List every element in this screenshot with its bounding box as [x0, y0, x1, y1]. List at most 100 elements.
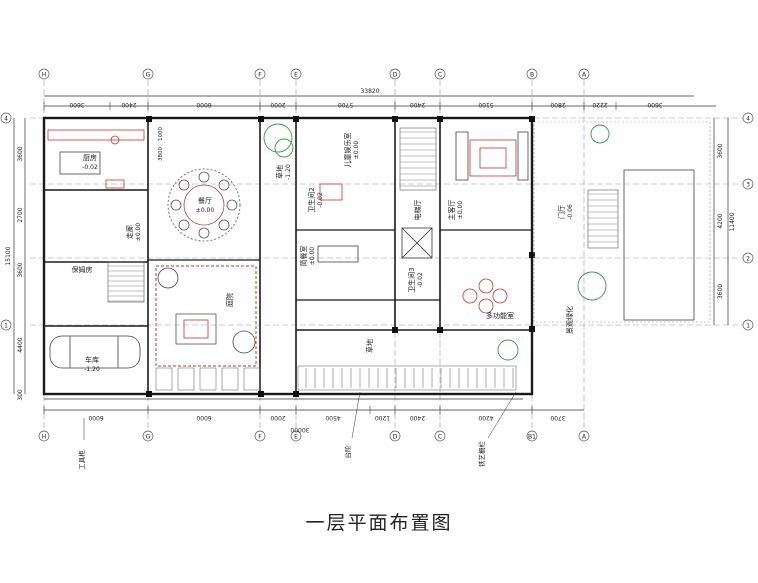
axis-bubble [254, 68, 266, 80]
room-name-children: 儿童娱乐室 [343, 133, 352, 168]
dim-top: 2000 [270, 101, 285, 108]
dim-top: 5700 [338, 101, 353, 108]
greenery [263, 123, 610, 361]
axis-label-left: 1 [4, 323, 8, 330]
dim-right: 3600 [717, 284, 724, 299]
room-name-breakfast: 简餐室 [299, 246, 308, 267]
dining-table [167, 168, 241, 242]
axis-bubble [290, 68, 302, 80]
axis-label-right: 1 [746, 323, 750, 330]
living-furniture [317, 131, 529, 314]
courtyard [155, 265, 257, 367]
axis-label-top: D [393, 72, 398, 79]
room-name-porch: 门厅 [557, 205, 566, 219]
room-name-nanny: 保姆房 [72, 265, 93, 274]
dim-left: 3600 [17, 146, 24, 161]
axis-label-top: G [146, 72, 151, 79]
room-name-corridor: 走廊 [125, 225, 134, 239]
dim-top: 6000 [196, 101, 211, 108]
dim-bottom: 4500 [325, 414, 340, 421]
dim-left-total: 15100 [5, 246, 12, 265]
room-level-bath2: -0.02 [317, 192, 324, 208]
axis-bubble [389, 68, 401, 80]
room-level-garage: -1.20 [84, 366, 100, 373]
dim-top: 2400 [410, 101, 425, 108]
axis-bubble [742, 112, 754, 124]
axis-bubble [142, 68, 154, 80]
axis-label-right: 4 [746, 116, 750, 123]
axis-bubble [38, 430, 50, 442]
axis-label-top: H [42, 72, 47, 79]
dim-bottom: 2400 [410, 414, 425, 421]
dim-bottom: 2000 [270, 414, 285, 421]
axis-label-top: C [438, 72, 442, 79]
axis-bubble [389, 430, 401, 442]
room-name-elevator: 电梯厅 [413, 200, 422, 221]
dim-right: 3600 [717, 143, 724, 158]
axis-label-top: A [582, 72, 587, 79]
dim-top: 2220 [592, 101, 607, 108]
dim-bottom: 6000 [88, 414, 103, 421]
annotation-steps: 台阶 [343, 445, 352, 459]
dim-top: 5100 [478, 101, 493, 108]
axis-bubble [742, 252, 754, 264]
axis-label-bottom: G [146, 434, 151, 441]
axis-bubble [142, 430, 154, 442]
axis-grid-lines [30, 80, 745, 430]
dim-left: 4400 [17, 337, 24, 352]
axis-bubble [38, 68, 50, 80]
dim-left: 2700 [17, 207, 24, 222]
dim-bottom: 4200 [478, 414, 493, 421]
axis-label-bottom: B1 [528, 434, 536, 441]
room-name-bath2: 卫生间2 [307, 187, 316, 212]
axis-bubble [526, 68, 538, 80]
dim-top: 2400 [121, 101, 136, 108]
dim-left-small: 3800 [158, 147, 164, 161]
leader-line [487, 391, 517, 439]
room-level-breakfast: ±0.00 [309, 247, 316, 266]
axis-bubble [578, 68, 590, 80]
axis-bubble [290, 430, 302, 442]
room-name-multi: 多功能室 [486, 311, 514, 320]
dim-top: 3600 [647, 101, 662, 108]
axis-label-right: 2 [746, 256, 750, 263]
axis-bubble [578, 430, 590, 442]
room-name-landscape: 景观绿化 [565, 306, 574, 334]
axis-bubble [434, 68, 446, 80]
room-level-living: ±0.00 [457, 201, 464, 220]
dim-left: 3600 [17, 262, 24, 277]
room-name-living: 主客厅 [447, 200, 456, 221]
dim-top-total: 33820 [360, 88, 379, 95]
annotation-tool-cabinet: 工具柜 [77, 450, 86, 470]
terrace-lawn [533, 121, 711, 323]
axis-label-left: 4 [4, 116, 8, 123]
room-name-garage: 车库 [85, 355, 99, 364]
axis-bubble [434, 430, 446, 442]
room-name-bath3: 卫生间3 [407, 267, 416, 292]
elevator [401, 227, 433, 259]
dimension-lines [13, 95, 729, 411]
room-level-bath3: -0.02 [417, 272, 424, 288]
dim-top: 2800 [550, 101, 565, 108]
room-level-dining: ±0.00 [196, 207, 215, 214]
room-level-kitchen: -0.02 [82, 164, 98, 171]
room-level-porch: -0.06 [567, 204, 574, 220]
room-name-dining: 餐厅 [198, 196, 212, 205]
annotation-railing: 铁艺栅栏 [477, 441, 486, 468]
dim-bottom: 3700 [550, 414, 565, 421]
axis-bubble [0, 319, 12, 331]
axis-label-bottom: E [294, 434, 298, 441]
columns [146, 116, 535, 397]
axis-bubble [526, 430, 538, 442]
kitchen-furniture [47, 129, 145, 189]
room-name-lawn: 草地 [365, 339, 374, 353]
room-level-children: ±0.00 [353, 141, 360, 160]
stairs [107, 127, 619, 303]
building-walls [42, 116, 534, 396]
stair-treads [108, 131, 618, 302]
front-steps [155, 365, 517, 391]
room-level-planter: -1.20 [285, 164, 292, 180]
garage-car [49, 335, 141, 369]
